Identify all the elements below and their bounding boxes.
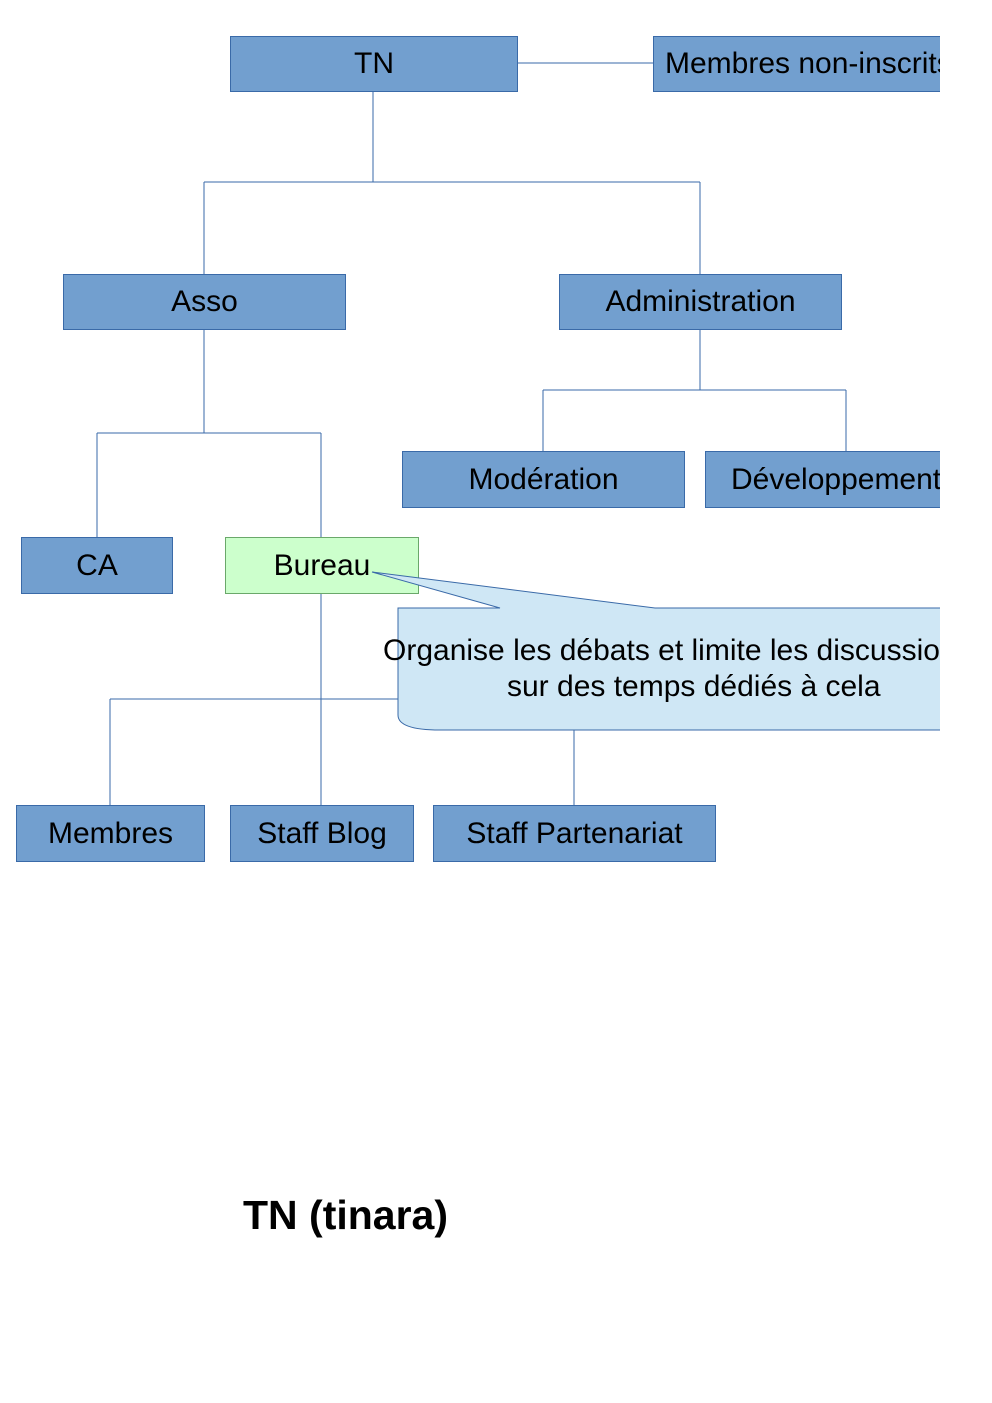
node-staff-blog: Staff Blog xyxy=(230,805,414,862)
callout-bubble xyxy=(371,571,940,731)
callout-line-2: sur des temps dédiés à cela xyxy=(507,670,881,703)
callout-line-1: Organise les débats et limite les discus… xyxy=(383,634,940,667)
node-asso: Asso xyxy=(63,274,346,330)
node-developpement: Développement xyxy=(705,451,940,508)
node-membres: Membres xyxy=(16,805,205,862)
page-title: TN (tinara) xyxy=(243,1192,448,1238)
node-ca: CA xyxy=(21,537,173,594)
node-administration: Administration xyxy=(559,274,842,330)
node-tn: TN xyxy=(230,36,518,92)
node-staff-partenariat: Staff Partenariat xyxy=(433,805,716,862)
org-chart: TN Membres non-inscrits Asso Administrat… xyxy=(16,36,940,862)
callout-text: Organise les débats et limite les discus… xyxy=(383,633,940,705)
node-moderation: Modération xyxy=(402,451,685,508)
node-membres-non-inscrits: Membres non-inscrits xyxy=(653,36,940,92)
callout-shape xyxy=(371,571,940,731)
node-bureau: Bureau xyxy=(225,537,419,594)
